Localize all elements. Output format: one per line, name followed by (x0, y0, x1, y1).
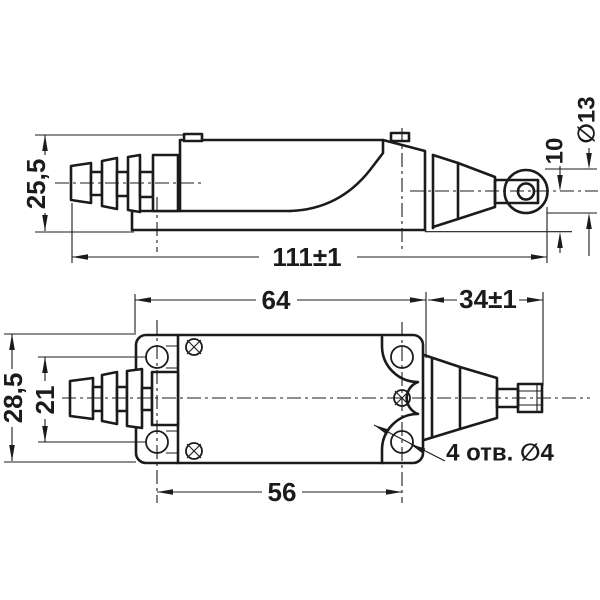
screw-bottom-left (185, 442, 203, 460)
plunger-neck-1-plan (91, 385, 104, 413)
holes-note: 4 отв. ∅4 (373, 424, 555, 467)
dim-height-label: 25,5 (21, 159, 51, 210)
plunger-ring-1-plan (100, 370, 119, 426)
top-tab-left (182, 132, 204, 143)
dim-hole-col-spacing: 56 (157, 477, 402, 507)
top-tab-right (389, 131, 411, 143)
side-view: 25,5 111±1 10 ∅ (21, 96, 600, 272)
plan-view: 64 34±1 28,5 21 (0, 284, 590, 507)
dim-body-width-label: 28,5 (0, 373, 28, 424)
dim-hole-row-spacing-label: 21 (30, 386, 60, 415)
dim-overall-length-label: 111±1 (272, 242, 341, 272)
dim-overall-length: 111±1 (71, 203, 548, 272)
cone-section-a-plan (422, 353, 462, 442)
dim-roller-axis-offset-label: 10 (542, 138, 569, 165)
dim-hole-col-spacing-label: 56 (268, 477, 297, 507)
dim-hole-row-spacing: 21 (30, 356, 146, 443)
plunger-neck-2-plan (115, 385, 129, 413)
holes-note-label: 4 отв. ∅4 (446, 440, 554, 467)
cover-screws (185, 338, 411, 460)
mounting-holes (145, 345, 414, 454)
cone-section-a (431, 153, 460, 229)
plunger-neck-3 (138, 170, 155, 199)
dim-mount-length-label: 64 (262, 285, 291, 315)
dim-roller-axis-offset: 10 (425, 138, 572, 253)
dim-height: 25,5 (21, 134, 186, 233)
plunger-neck-3-plan (140, 386, 154, 412)
screw-top-left (185, 338, 203, 356)
dim-mount-length: 64 (134, 285, 427, 358)
dim-head-length: 34±1 (428, 284, 544, 386)
body-outline (178, 138, 427, 232)
body-rear-curve (288, 138, 385, 213)
left-lug-slots (166, 345, 178, 454)
plunger-neck-2 (115, 170, 130, 198)
dim-roller-diameter-label: ∅13 (574, 96, 600, 143)
dim-body-width: 28,5 (0, 333, 136, 463)
base-plate-outline (130, 209, 427, 232)
dim-head-length-label: 34±1 (459, 284, 517, 314)
dim-roller-diameter: ∅13 (545, 96, 600, 256)
plunger-ring-2-plan (125, 367, 144, 430)
